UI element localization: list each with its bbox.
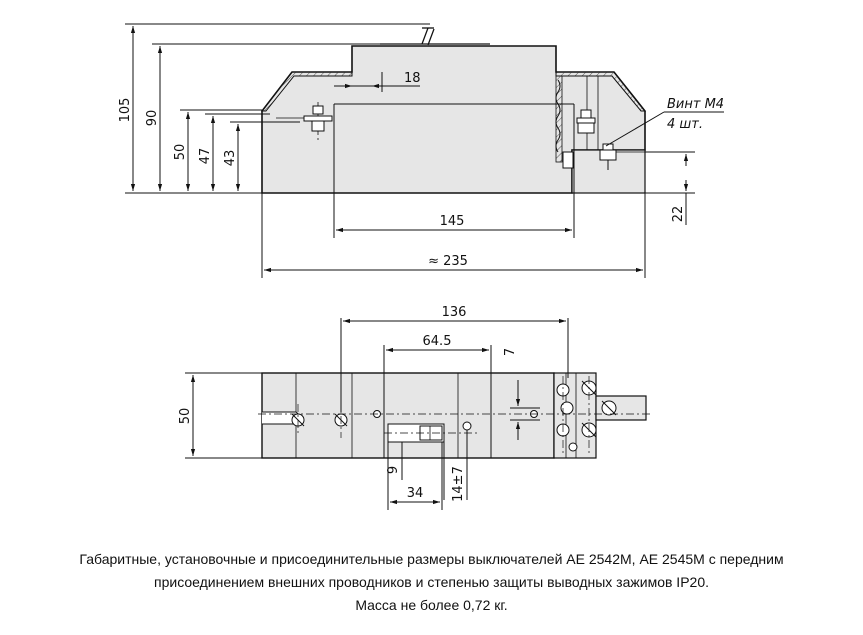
dim-18: 18 — [404, 71, 421, 86]
caption-line-1: Габаритные, установочные и присоединител… — [79, 551, 784, 567]
technical-drawing: 105 90 50 47 43 18 145 ≈ 235 — [118, 23, 724, 510]
side-left-dimensions — [125, 23, 430, 194]
screw-callout — [605, 111, 724, 147]
callout-screw-type: Винт М4 — [667, 97, 724, 112]
handle-lever — [380, 27, 490, 46]
dim-34-lines — [390, 442, 443, 510]
dim-18-lines — [334, 72, 420, 92]
side-view: 105 90 50 47 43 18 145 ≈ 235 — [118, 23, 724, 278]
dim-136: 136 — [442, 305, 467, 320]
dim-22-lines — [645, 151, 695, 225]
dim-50-plan-lines — [185, 372, 262, 459]
mounting-screw-left — [276, 102, 333, 140]
plan-body — [261, 372, 555, 459]
dim-235-lines — [261, 193, 646, 278]
dim-145-lines — [333, 193, 575, 238]
dim-64-5: 64.5 — [423, 334, 452, 349]
dim-22: 22 — [671, 206, 686, 223]
dim-43: 43 — [223, 150, 238, 167]
caption-line-2: присоединением внешних проводников и сте… — [154, 574, 709, 590]
dim-136-lines — [340, 318, 569, 412]
dim-9: 9 — [386, 466, 401, 474]
callout-screw-count: 4 шт. — [667, 117, 703, 132]
plan-view: 136 64.5 7 50 9 — [178, 305, 650, 510]
dim-7-lines — [510, 380, 540, 440]
dim-47: 47 — [198, 148, 213, 165]
dim-14-7: 14±7 — [451, 466, 466, 502]
dim-34: 34 — [407, 486, 424, 501]
dim-50: 50 — [173, 144, 188, 161]
dim-14-7-lines — [443, 430, 468, 500]
dim-145: 145 — [440, 214, 465, 229]
dim-9-lines — [387, 442, 403, 510]
dim-90: 90 — [145, 110, 160, 127]
dim-50-plan: 50 — [178, 408, 193, 425]
dim-105: 105 — [118, 98, 133, 123]
terminal-screws-right — [562, 109, 617, 170]
dim-64-5-lines — [383, 345, 492, 373]
dim-7: 7 — [503, 348, 518, 356]
drawing-caption: Габаритные, установочные и присоединител… — [0, 548, 863, 617]
side-cover-left — [260, 71, 353, 112]
dim-235: ≈ 235 — [428, 254, 468, 269]
caption-line-3: Масса не более 0,72 кг. — [355, 597, 508, 613]
